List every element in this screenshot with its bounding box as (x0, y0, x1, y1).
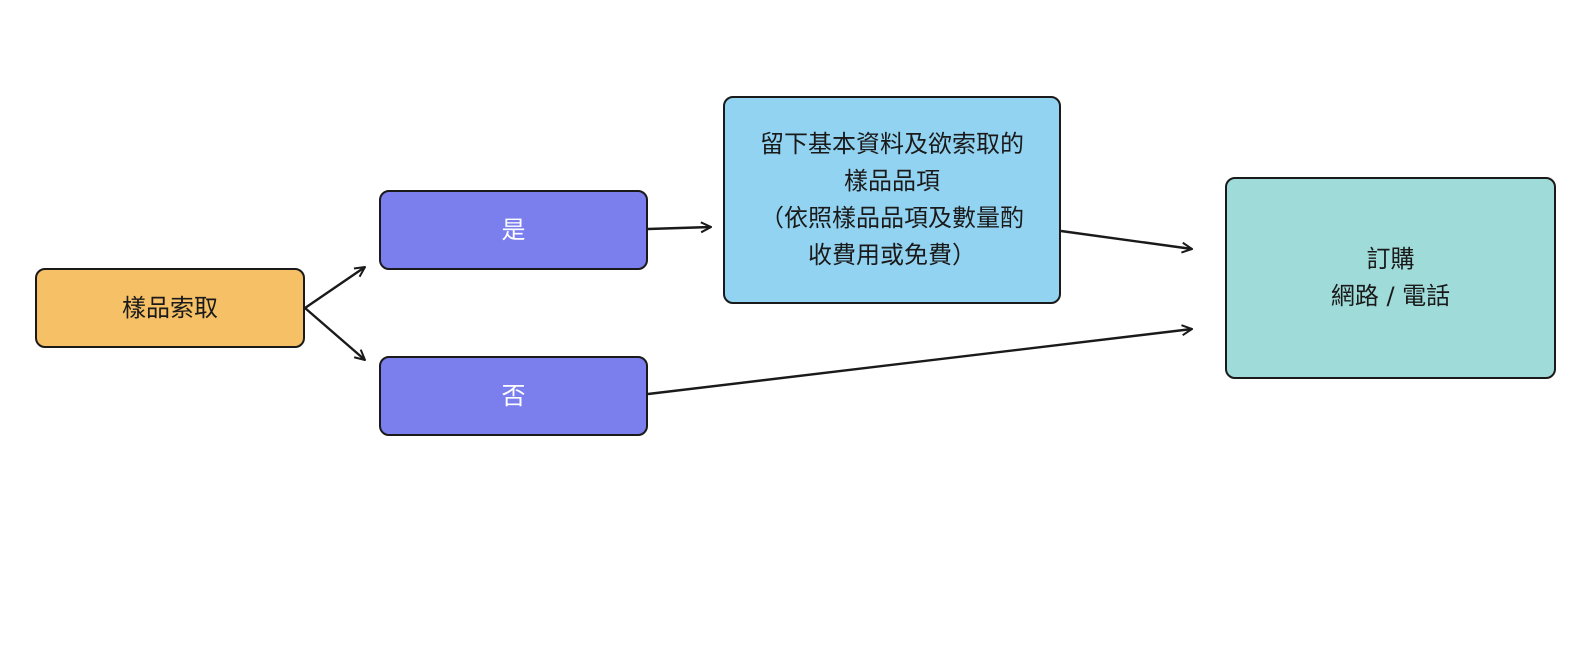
node-leave-info: 留下基本資料及欲索取的 樣品品項 （依照樣品品項及數量酌 收費用或免費） (723, 96, 1061, 304)
node-leave-info-line: 留下基本資料及欲索取的 (760, 130, 1024, 158)
node-no: 否 (379, 356, 648, 436)
node-order-line: 網路 / 電話 (1330, 282, 1451, 310)
node-yes-label: 是 (501, 215, 526, 244)
node-yes: 是 (379, 190, 648, 270)
node-order-line: 訂購 (1366, 245, 1415, 273)
node-leave-info-line: 收費用或免費） (808, 241, 976, 269)
node-sample-request-label: 樣品索取 (122, 293, 218, 322)
node-leave-info-line: 樣品品項 (844, 167, 940, 195)
edge-yes-to-info (647, 227, 711, 229)
node-order: 訂購 網路 / 電話 (1225, 177, 1556, 379)
edge-start-to-no (304, 307, 365, 360)
edge-info-to-order (1060, 229, 1192, 249)
edge-no-to-order (647, 329, 1192, 396)
node-no-label: 否 (501, 381, 526, 410)
edge-start-to-yes (304, 267, 365, 309)
node-leave-info-line: （依照樣品品項及數量酌 (760, 204, 1024, 232)
node-sample-request: 樣品索取 (35, 268, 305, 348)
